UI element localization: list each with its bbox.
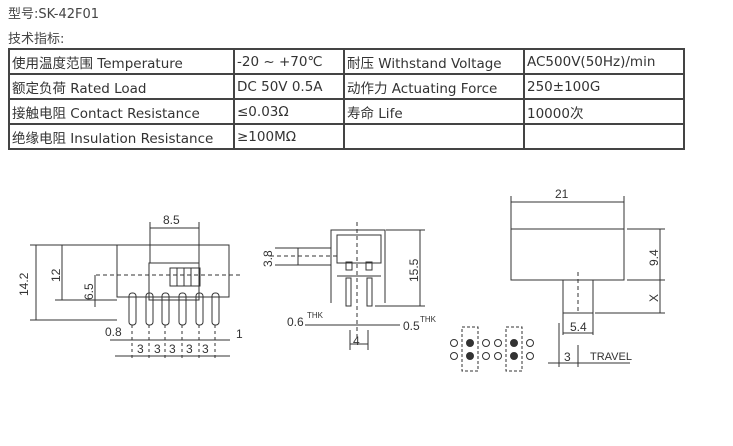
dim-3-travel: 3 [564,350,571,364]
cell [523,123,685,150]
dim-0-5: 0.5 [403,319,420,333]
dim-5-4: 5.4 [570,320,587,334]
dim-8-5: 8.5 [163,213,180,227]
front-view-drawing [30,222,240,360]
dim-0-6: 0.6 [287,315,304,329]
contact-closed [466,352,474,360]
dim-1: 1 [236,327,243,341]
cell: -20 ~ +70℃ [233,48,345,75]
slider-position-box [505,326,523,372]
cell: ≤0.03Ω [233,98,345,125]
slider-position-box [461,326,479,372]
dim-12: 12 [49,268,63,282]
pin [178,292,187,326]
cell: 10000次 [523,98,685,125]
cell: 耐压 Withstand Voltage [343,48,525,75]
contact-open [482,339,490,347]
dim-pitch-2: 3 [154,342,161,356]
pin [161,292,170,326]
cell [343,123,525,150]
cell: 使用温度范围 Temperature [8,48,235,75]
cell: 250±100G [523,73,685,100]
contact-closed [510,352,518,360]
cell: 动作力 Actuating Force [343,73,525,100]
table-row: 绝缘电阻 Insulation Resistance≥100MΩ [8,123,685,150]
cell: 接触电阻 Contact Resistance [8,98,235,125]
contact-open [494,339,502,347]
contact-open [450,352,458,360]
dim-6-5: 6.5 [82,283,96,300]
thk-label: THK [307,311,324,320]
dim-x: X [647,294,661,302]
cell: 额定负荷 Rated Load [8,73,235,100]
side-view-drawing [270,222,425,350]
top-view-drawing [450,196,665,372]
cell: ≥100MΩ [233,123,345,150]
dim-3-8: 3.8 [261,250,275,267]
travel-label: TRAVEL [590,351,632,363]
dim-pitch-3: 3 [169,342,176,356]
spec-heading: 技术指标: [8,32,65,47]
contact-closed [466,339,474,347]
dim-4: 4 [353,334,360,348]
dim-14-2: 14.2 [17,272,31,296]
dim-15-5: 15.5 [407,258,421,282]
dim-pitch-1: 3 [137,342,144,356]
contact-open [482,352,490,360]
dim-pitch-4: 3 [186,342,193,356]
contact-open [526,352,534,360]
model-number: 型号:SK-42F01 [8,7,100,22]
contact-open [450,339,458,347]
cell: 绝缘电阻 Insulation Resistance [8,123,235,150]
pin [128,292,137,326]
dim-21: 21 [555,187,569,201]
contact-open [526,339,534,347]
contact-open [494,352,502,360]
dim-0-8: 0.8 [105,325,122,339]
pin [211,292,220,326]
contact-closed [510,339,518,347]
cell: 寿命 Life [343,98,525,125]
cell: DC 50V 0.5A [233,73,345,100]
thk-label: THK [420,315,437,324]
dim-pitch-5: 3 [202,342,209,356]
cell: AC500V(50Hz)/min [523,48,685,75]
dim-9-4: 9.4 [647,249,661,266]
